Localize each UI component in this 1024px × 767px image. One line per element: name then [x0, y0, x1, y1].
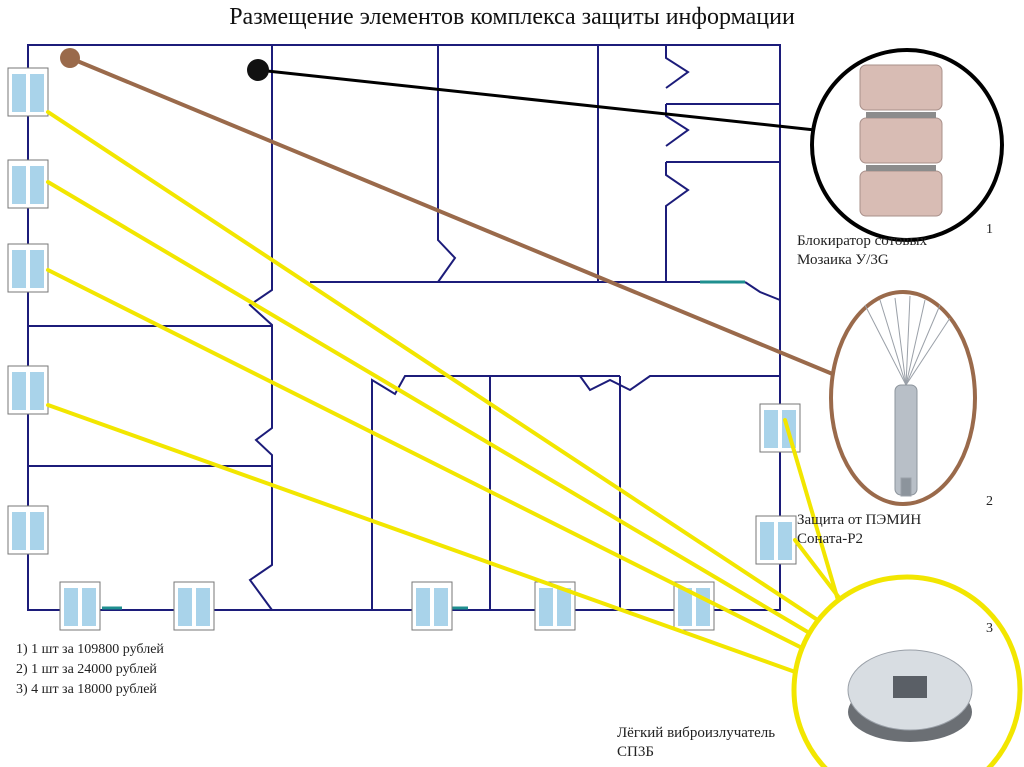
device-2-label: Защита от ПЭМИН Соната-Р2 — [797, 511, 921, 549]
device-1-name-line1: Блокиратор сотовых — [797, 233, 928, 249]
device-2-name-line2: Соната-Р2 — [797, 531, 864, 547]
window-icon — [411, 581, 453, 631]
diagram-title: Размещение элементов комплекса защиты ин… — [229, 4, 795, 30]
window-icon — [59, 581, 101, 631]
device-3-number: 3 — [986, 621, 993, 636]
device-1-name-line2: Мозаика У/3G — [797, 252, 889, 268]
cost-item: 2) 1 шт за 24000 рублей — [16, 662, 157, 677]
pemin-leader-line — [69, 56, 836, 377]
device-1-number: 1 — [986, 222, 993, 237]
device-1-label: Блокиратор сотовых Мозаика У/3G — [797, 232, 927, 270]
vibro-device-picture — [847, 649, 973, 742]
blocker-device-picture — [859, 64, 943, 217]
cost-list: 1) 1 шт за 109800 рублей 2) 1 шт за 2400… — [16, 640, 164, 700]
window-icon — [755, 515, 797, 565]
window-icon — [7, 365, 49, 415]
window-icon — [7, 67, 49, 117]
window-icon — [7, 159, 49, 209]
window-icon — [173, 581, 215, 631]
walls — [27, 44, 781, 611]
window-icon — [7, 505, 49, 555]
cost-item: 1) 1 шт за 109800 рублей — [16, 642, 164, 657]
blocker-marker — [247, 59, 269, 81]
pemin-device-picture — [864, 295, 951, 497]
window-icons — [7, 67, 801, 631]
window-icon — [673, 581, 715, 631]
blocker-leader-line — [257, 68, 816, 132]
device-2-name-line1: Защита от ПЭМИН — [797, 512, 922, 528]
cost-item: 3) 4 шт за 18000 рублей — [16, 682, 157, 697]
pemin-marker — [60, 48, 80, 68]
device-3-name-line1: Лёгкий виброизлучатель — [617, 725, 776, 741]
device-3-name-line2: СП3Б — [617, 744, 654, 760]
window-icon — [7, 243, 49, 293]
device-3-label: Лёгкий виброизлучатель СП3Б — [617, 724, 775, 762]
vibro-leader-lines — [46, 110, 862, 690]
device-2-number: 2 — [986, 494, 993, 509]
